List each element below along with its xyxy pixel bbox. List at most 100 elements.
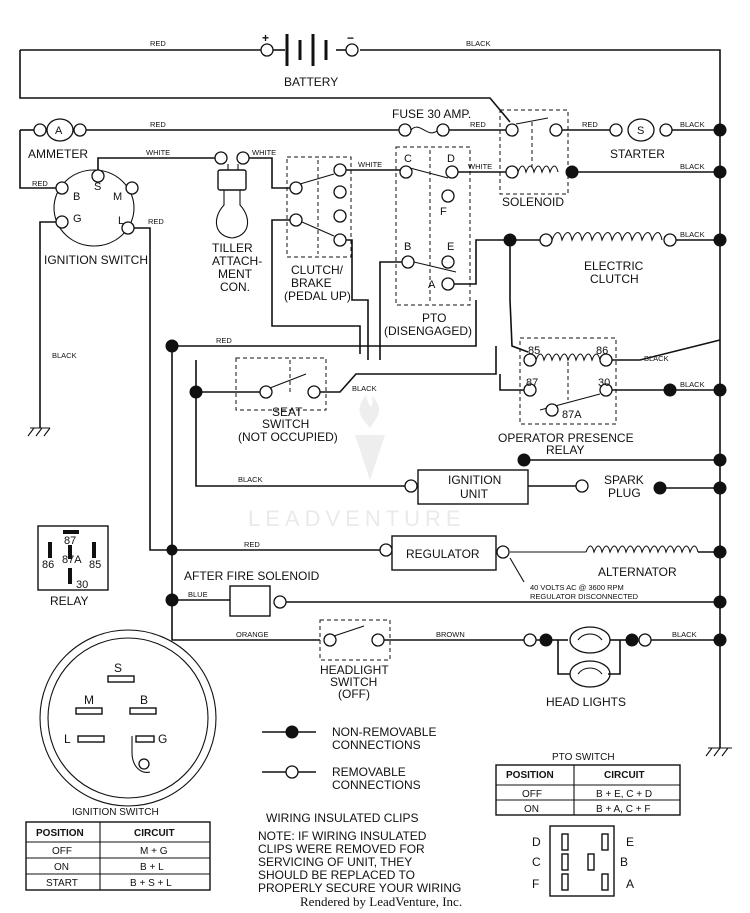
regulator: REGULATOR [379, 535, 510, 571]
battery-label: BATTERY [284, 75, 338, 89]
fuse-label: FUSE 30 AMP. [392, 107, 471, 121]
svg-text:BRAKE: BRAKE [291, 276, 332, 290]
svg-text:REMOVABLE: REMOVABLE [332, 765, 406, 779]
svg-text:B: B [404, 241, 411, 253]
svg-text:86: 86 [596, 345, 608, 357]
svg-text:CIRCUIT: CIRCUIT [134, 828, 175, 839]
svg-text:WHITE: WHITE [252, 148, 276, 157]
svg-text:(DISENGAGED): (DISENGAGED) [384, 324, 472, 338]
relay-pinout: 87 86 87A 85 30 RELAY [37, 525, 109, 608]
svg-text:OFF: OFF [522, 789, 542, 800]
svg-text:B + L: B + L [140, 862, 164, 873]
svg-text:B + E, C + D: B + E, C + D [596, 789, 652, 800]
svg-text:C: C [532, 855, 541, 869]
svg-text:PTO SWITCH: PTO SWITCH [552, 752, 615, 763]
svg-text:CLUTCH/: CLUTCH/ [291, 263, 344, 277]
svg-text:L: L [118, 215, 124, 227]
svg-text:S: S [637, 125, 644, 137]
pto-switch: C D F B E A PTO (DISENGAGED) [384, 146, 472, 338]
svg-text:RED: RED [32, 179, 48, 188]
svg-text:L: L [64, 732, 71, 746]
svg-text:(OFF): (OFF) [338, 687, 370, 701]
clutch-brake-switch: CLUTCH/ BRAKE (PEDAL UP) [284, 156, 352, 303]
svg-text:BLACK: BLACK [680, 162, 705, 171]
ignition-unit: IGNITION UNIT [404, 469, 529, 505]
svg-text:UNIT: UNIT [460, 487, 489, 501]
svg-text:RED: RED [216, 336, 232, 345]
ammeter: A AMMETER [28, 118, 88, 161]
svg-text:CLUTCH: CLUTCH [590, 272, 639, 286]
svg-text:87A: 87A [562, 409, 582, 421]
svg-text:PTO: PTO [422, 311, 446, 325]
svg-text:BLACK: BLACK [238, 475, 263, 484]
svg-text:ON: ON [524, 804, 539, 815]
svg-text:E: E [626, 835, 634, 849]
svg-text:PROPERLY SECURE YOUR WIRING: PROPERLY SECURE YOUR WIRING [258, 881, 461, 895]
svg-text:BLACK: BLACK [680, 120, 705, 129]
svg-text:RELAY: RELAY [546, 443, 584, 457]
svg-text:SWITCH: SWITCH [330, 675, 377, 689]
svg-text:WHITE: WHITE [358, 160, 382, 169]
svg-text:S: S [94, 181, 101, 193]
svg-text:BLACK: BLACK [644, 354, 669, 363]
pto-table: PTO SWITCH POSITION CIRCUIT OFF B + E, C… [495, 752, 681, 816]
svg-text:CONNECTIONS: CONNECTIONS [332, 738, 421, 752]
svg-text:40 VOLTS AC @ 3600 RPM: 40 VOLTS AC @ 3600 RPM [530, 583, 624, 592]
svg-text:BLUE: BLUE [188, 590, 208, 599]
solenoid: SOLENOID [499, 109, 579, 209]
svg-text:START: START [46, 878, 78, 889]
svg-text:SERVICING OF UNIT, THEY: SERVICING OF UNIT, THEY [258, 855, 412, 869]
svg-text:B + A, C + F: B + A, C + F [596, 804, 650, 815]
svg-text:RED: RED [582, 120, 598, 129]
svg-text:ELECTRIC: ELECTRIC [584, 259, 644, 273]
svg-text:AFTER FIRE SOLENOID: AFTER FIRE SOLENOID [184, 569, 320, 583]
svg-text:E: E [447, 241, 454, 253]
battery: + − BATTERY [260, 31, 359, 89]
svg-text:WHITE: WHITE [146, 148, 170, 157]
svg-text:RED: RED [470, 120, 486, 129]
svg-text:SPARK: SPARK [604, 473, 644, 487]
pto-pin-diagram: D C F E B A [532, 825, 634, 897]
svg-text:ON: ON [54, 862, 69, 873]
svg-text:BLACK: BLACK [680, 380, 705, 389]
svg-text:MENT: MENT [218, 267, 253, 281]
svg-text:NON-REMOVABLE: NON-REMOVABLE [332, 725, 436, 739]
svg-text:85: 85 [89, 559, 101, 571]
watermark: LEADVENTURE [248, 395, 466, 531]
wire-label-red-top: RED [150, 39, 166, 48]
tiller-connector: TILLER ATTACH- MENT CON. [212, 151, 262, 294]
svg-text:CIRCUIT: CIRCUIT [604, 770, 645, 781]
ignition-switch-label: IGNITION SWITCH [44, 253, 148, 267]
svg-text:A: A [55, 125, 63, 137]
svg-text:BROWN: BROWN [436, 630, 465, 639]
svg-text:RED: RED [244, 540, 260, 549]
starter-label: STARTER [610, 147, 665, 161]
svg-text:CLIPS WERE REMOVED FOR: CLIPS WERE REMOVED FOR [258, 842, 425, 856]
wiring-note: WIRING INSULATED CLIPS NOTE: IF WIRING I… [258, 811, 462, 909]
svg-text:RED: RED [150, 120, 166, 129]
svg-text:F: F [440, 206, 447, 218]
operator-presence-relay: 85 86 87 30 87A OPERATOR PRESENCE RELAY [498, 337, 634, 457]
ignition-switch-face: S M B L G [39, 629, 217, 807]
svg-text:CONNECTIONS: CONNECTIONS [332, 778, 421, 792]
svg-text:BLACK: BLACK [52, 351, 77, 360]
svg-text:B: B [140, 693, 148, 707]
svg-text:D: D [447, 153, 455, 165]
watermark-text: LEADVENTURE [248, 506, 466, 531]
svg-text:BLACK: BLACK [352, 384, 377, 393]
svg-text:M: M [113, 191, 122, 203]
electric-clutch: ELECTRIC CLUTCH [503, 231, 677, 286]
headlight-switch: HEADLIGHT SWITCH (OFF) [319, 619, 391, 701]
svg-text:87: 87 [526, 377, 538, 389]
ammeter-label: AMMETER [28, 147, 88, 161]
svg-text:OPERATOR PRESENCE: OPERATOR PRESENCE [498, 431, 634, 445]
svg-text:POSITION: POSITION [36, 828, 84, 839]
svg-text:30: 30 [76, 579, 88, 591]
svg-text:ORANGE: ORANGE [236, 630, 269, 639]
svg-text:BLACK: BLACK [672, 630, 697, 639]
footer-credit: Rendered by LeadVenture, Inc. [300, 894, 462, 909]
svg-text:IGNITION: IGNITION [448, 473, 501, 487]
svg-text:87A: 87A [62, 554, 82, 566]
svg-text:SEAT: SEAT [272, 405, 303, 419]
